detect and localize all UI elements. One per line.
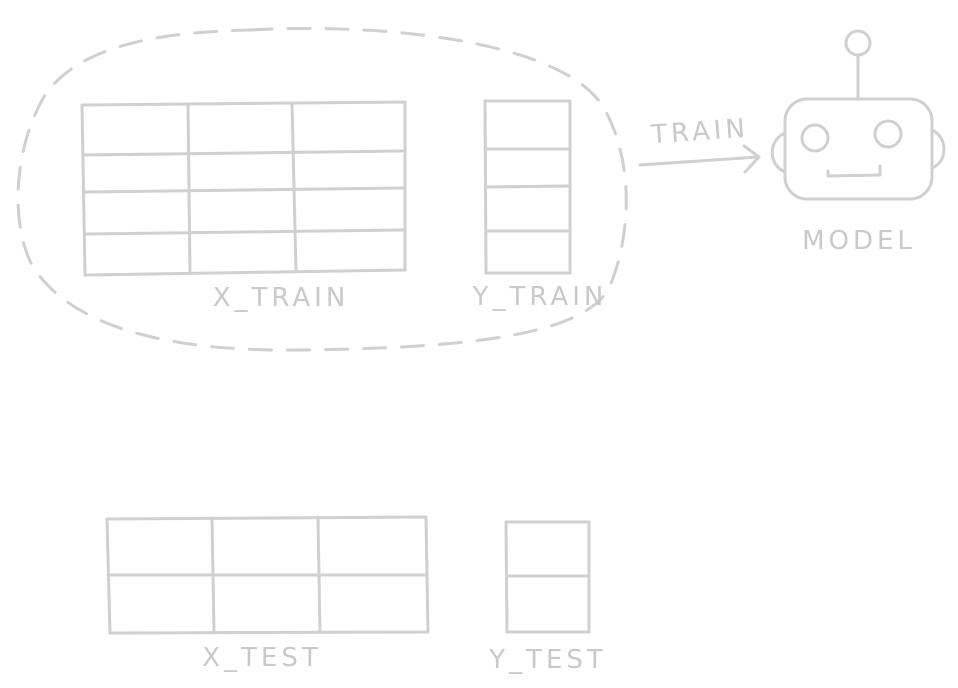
train-data-boundary bbox=[16, 27, 628, 352]
x-train-label: X_TRAIN bbox=[213, 283, 350, 313]
x-train-table bbox=[80, 100, 407, 277]
x-test-label: X_TEST bbox=[202, 643, 322, 673]
x-test-table bbox=[105, 515, 430, 635]
y-test-label: Y_TEST bbox=[488, 645, 607, 675]
train-arrow bbox=[638, 144, 761, 174]
model-label: MODEL bbox=[802, 226, 916, 256]
train-arrow-label: TRAIN bbox=[649, 114, 750, 151]
robot-icon bbox=[770, 29, 946, 201]
y-test-table bbox=[504, 520, 591, 634]
y-train-table bbox=[483, 99, 572, 275]
y-train-label: Y_TRAIN bbox=[472, 282, 608, 312]
